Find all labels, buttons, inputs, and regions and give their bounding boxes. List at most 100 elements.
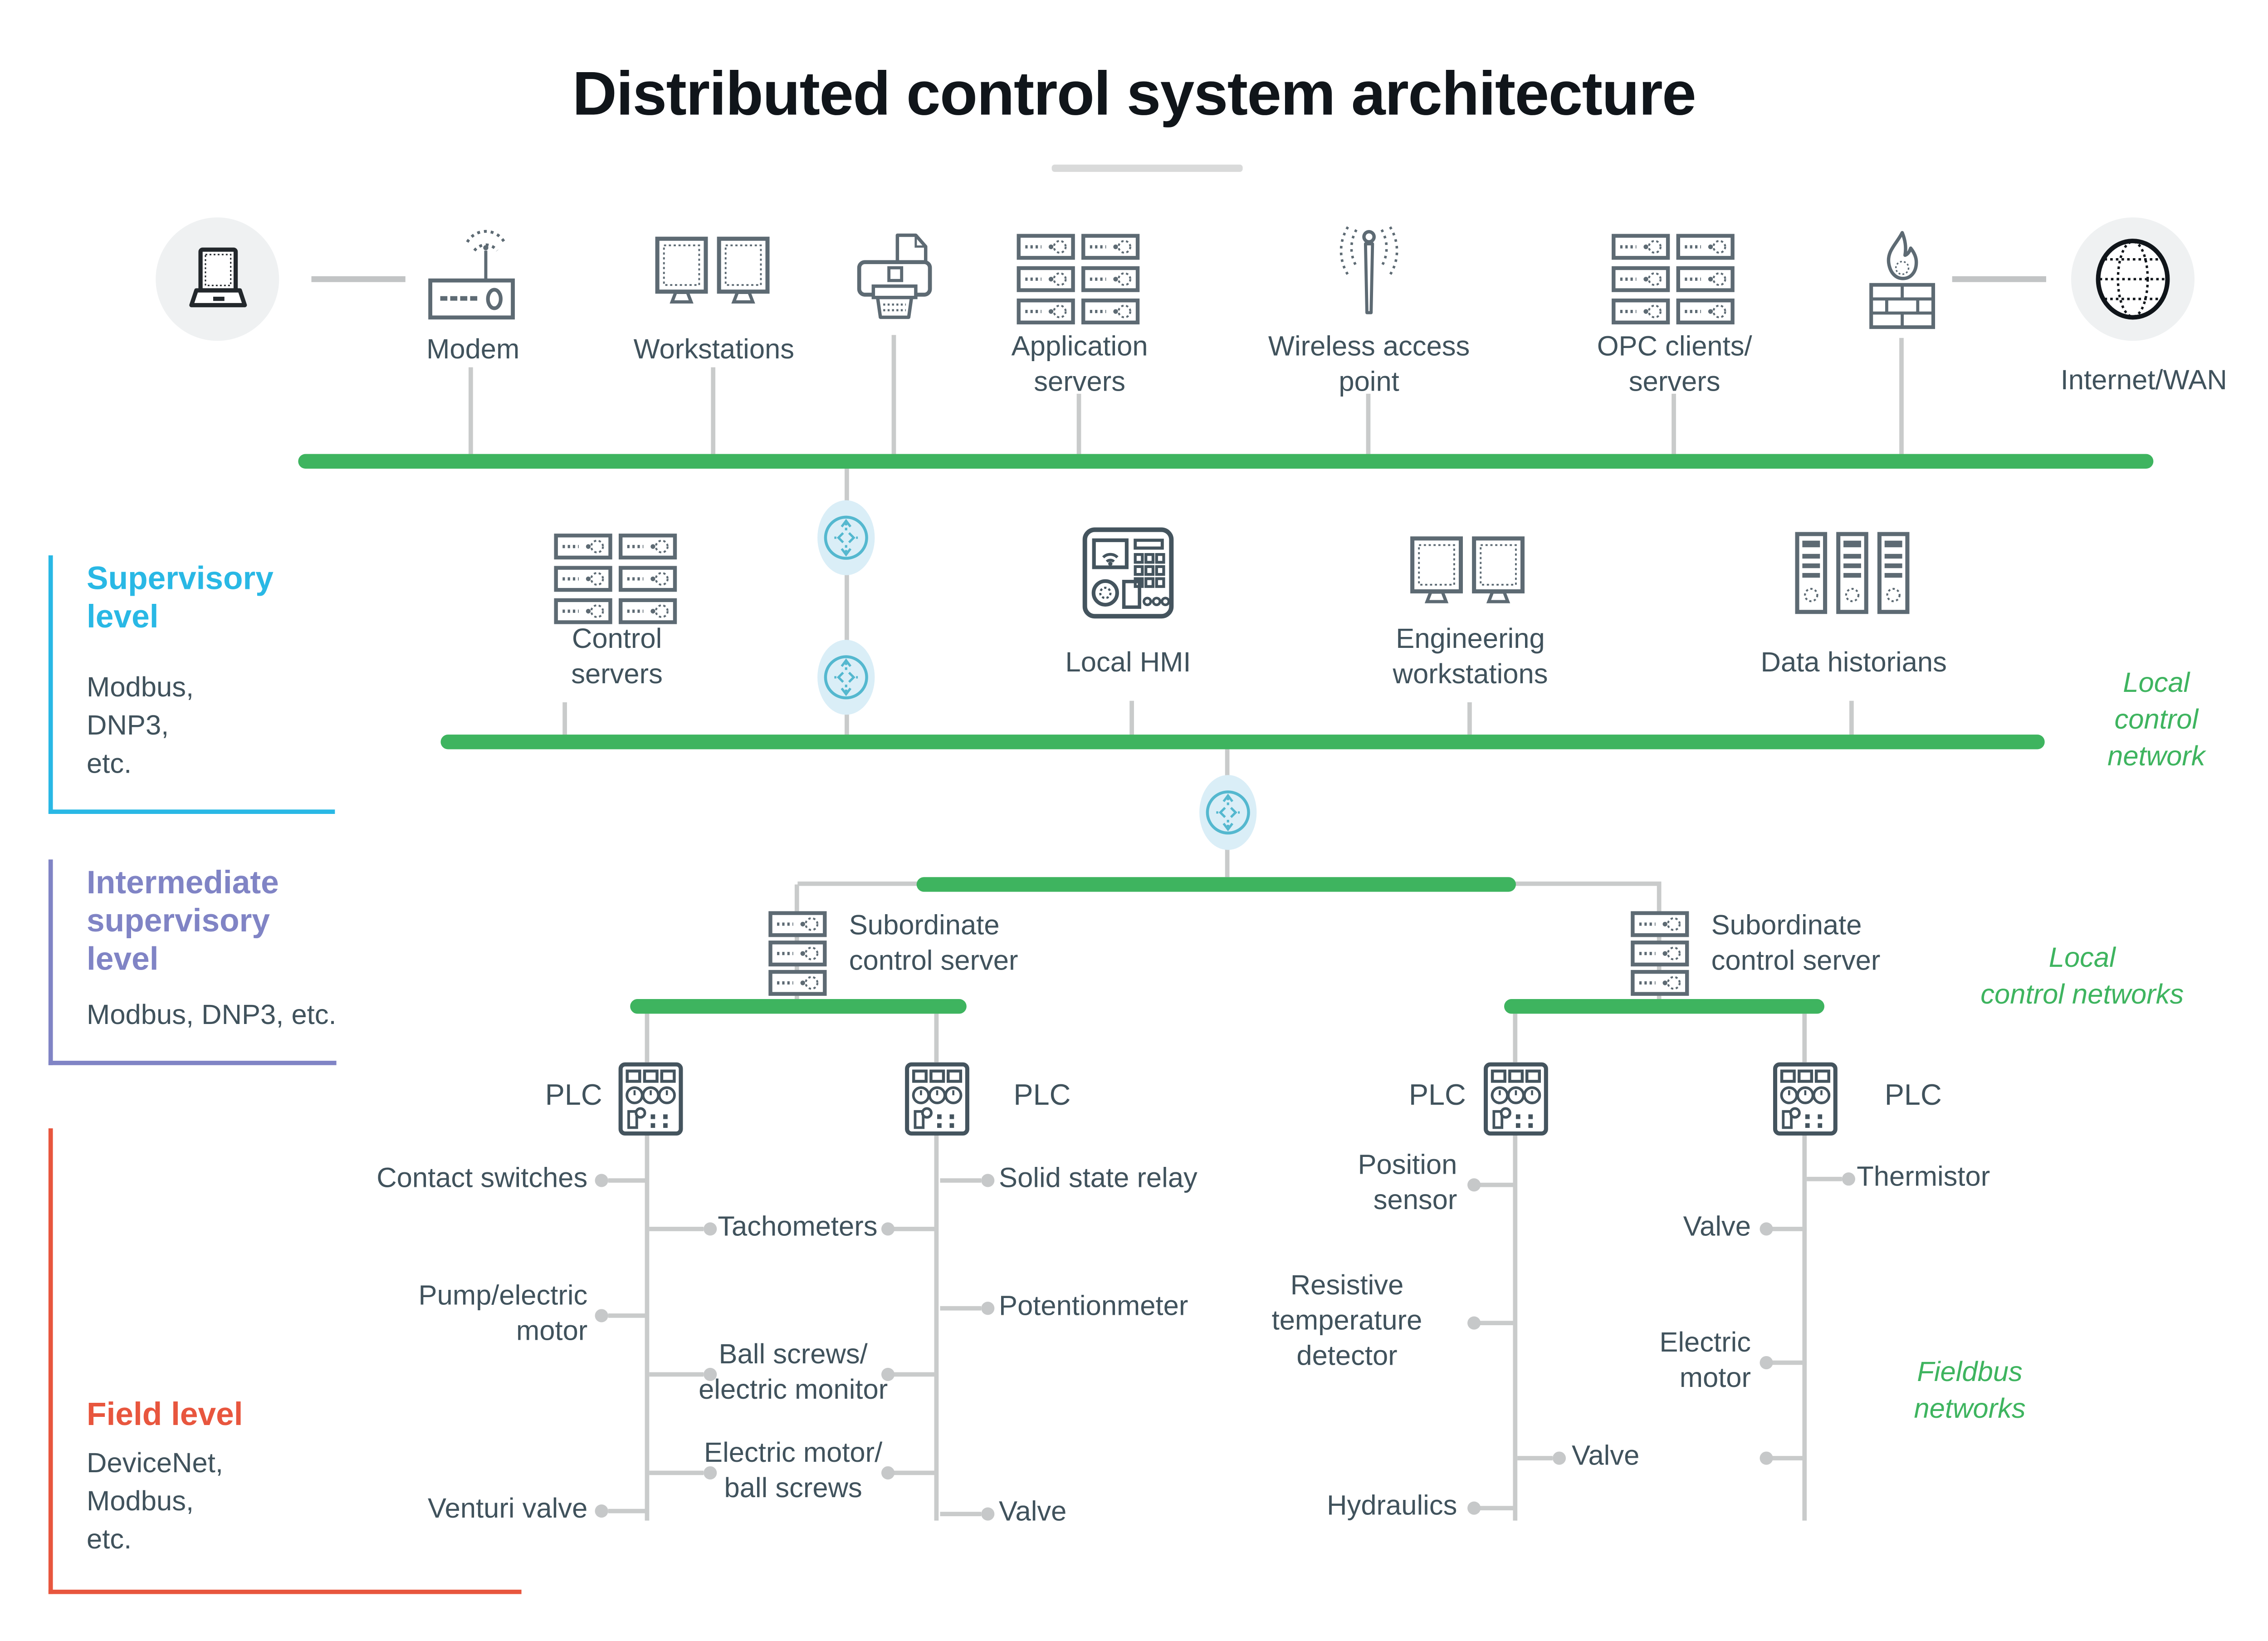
field-bracket-vertical [48,1128,53,1594]
supervisory-bracket-vertical [48,555,53,814]
stub-dot [1552,1451,1566,1465]
opc-clients-servers-icon [1611,234,1737,325]
hydraulics-label: Hydraulics [1327,1491,1457,1522]
intermediate-level-heading: Intermediate supervisory level [87,864,279,977]
supervisory-protocols-label: Modbus, DNP3, etc. [87,673,194,780]
drop-line-control-servers [562,702,567,735]
local-hmi-icon [1082,527,1174,619]
supervisory-bracket-horizontal [48,809,335,814]
stub-ball-screws-left [649,1372,704,1377]
subordinate-control-server-label: Subordinate control server [849,911,1018,977]
application-servers-icon [1017,234,1143,325]
local-hmi-label: Local HMI [1065,648,1191,679]
stub-solid-state [940,1178,982,1183]
plc-label: PLC [1408,1080,1466,1112]
stub-tachometers-left [649,1226,704,1231]
data-historians-label: Data historians [1760,648,1947,679]
engineering-workstations-icon [1410,535,1528,605]
stub-tachometers-right [893,1226,938,1231]
stub-dot [595,1174,608,1187]
stub-ball-screws-right [893,1372,938,1377]
drop-line-wireless-access-point [1366,393,1371,454]
plc4-feed-line [1802,1014,1807,1063]
local-control-network-bus [440,735,2045,749]
bus-extension-left [797,881,923,886]
stub-dot [1467,1316,1481,1330]
connector-firewall-internet [1952,276,2046,282]
plc-label: PLC [545,1080,602,1112]
stub-dot [704,1367,717,1381]
plc-icon [1773,1062,1838,1136]
control-servers-label: Control servers [571,624,663,691]
stub-dot [981,1302,995,1315]
wireless-access-point-label: Wireless access point [1268,332,1470,398]
fieldbus-line-1 [645,1134,650,1521]
stub-electric-motor [1771,1360,1807,1365]
wireless-access-point-icon [1339,226,1398,314]
router-icon [816,500,875,576]
stub-contact-switches [608,1178,648,1183]
stub-hydraulics [1479,1506,1515,1510]
stub-dot [595,1504,608,1518]
control-servers-icon [554,534,680,625]
application-servers-label: Application servers [1011,332,1148,398]
internet-circle [2071,217,2195,341]
modem-label: Modem [426,335,520,366]
intermediate-bracket-vertical [48,859,53,1065]
stub-thermistor [1807,1176,1842,1181]
stub-dot [881,1466,895,1479]
venturi-valve-label: Venturi valve [428,1494,588,1525]
page-title: Distributed control system architecture [572,59,1696,128]
enterprise-network-bus [298,454,2154,469]
stub-dot [981,1174,995,1187]
fieldbus-line-2 [934,1134,939,1521]
printer-icon [857,233,932,319]
subordinate-control-server-icon [1631,911,1690,996]
stub-dot [1467,1501,1481,1515]
intermediate-bracket-horizontal [48,1061,337,1065]
stub-dot [704,1466,717,1479]
title-divider [1051,164,1243,172]
stub-dot [1842,1172,1855,1186]
drop-line-engineering [1467,702,1472,735]
fieldbus-networks-label: Fieldbus networks [1914,1357,2026,1425]
drop-line-data-historians [1849,700,1854,735]
router-column-line [845,469,849,735]
plc1-feed-line [645,1014,650,1063]
ball-screws-label: Ball screws/ electric monitor [699,1340,888,1406]
stub-position-sensor [1479,1182,1515,1187]
modem-icon [428,230,515,320]
stub-dot [704,1222,717,1236]
data-historians-icon [1795,530,1912,616]
intermediate-protocols-label: Modbus, DNP3, etc. [87,1000,337,1032]
drop-line-printer [891,335,896,454]
fieldbus-line-3 [1513,1134,1518,1521]
drop-line-workstations [711,367,716,454]
workstations-icon [655,235,772,305]
stub-dot [1760,1356,1773,1370]
pump-electric-motor-label: Pump/electric motor [418,1281,588,1347]
valve-label: Valve [1683,1212,1751,1243]
subordinate-control-server-icon [768,911,827,996]
stub-dot [1760,1451,1773,1465]
drop-line-local-hmi [1129,700,1134,735]
stub-valve-middle-right [1771,1456,1807,1460]
valve-label: Valve [1571,1441,1640,1472]
stub-pump [608,1313,648,1318]
fieldbus-line-4 [1802,1134,1807,1521]
internet-wan-label: Internet/WAN [2060,366,2227,397]
plc-label: PLC [1884,1080,1942,1112]
stub-dot [881,1222,895,1236]
connector-laptop-modem [311,276,406,282]
drop-line-firewall [1899,338,1904,454]
router-icon [816,639,875,715]
laptop-icon [189,247,247,308]
field-level-heading: Field level [87,1396,243,1433]
plc3-feed-line [1513,1014,1518,1063]
stub-valve-left-lower [940,1512,982,1516]
intermediate-network-bus [916,877,1516,892]
electric-motor-label: Electric motor [1659,1328,1751,1395]
stub-venturi [608,1509,648,1514]
